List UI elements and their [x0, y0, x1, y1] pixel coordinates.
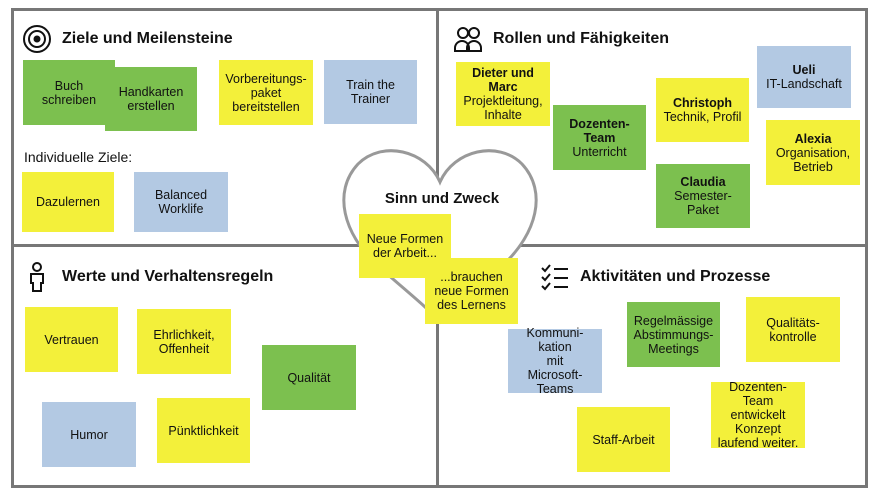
sticky-note[interactable]: Train the Trainer — [324, 60, 417, 124]
individual-goals-label: Individuelle Ziele: — [24, 149, 133, 165]
values-title: Werte und Verhaltensregeln — [62, 268, 274, 285]
goals-title: Ziele und Meilensteine — [62, 30, 233, 47]
sticky-note[interactable]: Kommuni- kation mit Microsoft- Teams — [508, 326, 602, 396]
roles-header: Rollen und Fähigkeiten — [453, 24, 669, 54]
sticky-note[interactable]: Handkarten erstellen — [105, 67, 197, 131]
sticky-note[interactable]: Dozenten- Team entwickelt Konzept laufen… — [711, 380, 805, 450]
sticky-note[interactable]: Vertrauen — [25, 307, 118, 372]
activities-header: Aktivitäten und Prozesse — [540, 262, 770, 292]
sticky-note[interactable]: Qualitäts- kontrolle — [746, 297, 840, 362]
target-icon — [22, 24, 52, 54]
sticky-note[interactable]: Regelmässige Abstimmungs- Meetings — [627, 302, 720, 367]
sticky-note[interactable]: Humor — [42, 402, 136, 467]
sticky-note[interactable]: Buch schreiben — [23, 60, 115, 125]
sticky-note[interactable]: ...brauchen neue Formen des Lernens — [425, 258, 518, 324]
center-title: Sinn und Zweck — [384, 190, 500, 207]
sticky-note[interactable]: Balanced Worklife — [134, 172, 228, 232]
board-frame — [11, 8, 868, 488]
sticky-note[interactable]: Ehrlichkeit, Offenheit — [137, 309, 231, 374]
sticky-note[interactable]: Pünktlichkeit — [157, 398, 250, 463]
sticky-note[interactable]: Staff-Arbeit — [577, 407, 670, 472]
checklist-icon — [540, 262, 570, 292]
person-icon — [22, 262, 52, 292]
activities-title: Aktivitäten und Prozesse — [580, 268, 771, 285]
values-header: Werte und Verhaltensregeln — [22, 262, 273, 292]
sticky-note[interactable]: Qualität — [262, 345, 356, 410]
goals-header: Ziele und Meilensteine — [22, 24, 233, 54]
people-icon — [453, 24, 483, 54]
roles-title: Rollen und Fähigkeiten — [493, 30, 670, 47]
sticky-note[interactable]: Vorbereitungs- paket bereitstellen — [219, 60, 313, 125]
sticky-note[interactable]: Dazulernen — [22, 172, 114, 232]
